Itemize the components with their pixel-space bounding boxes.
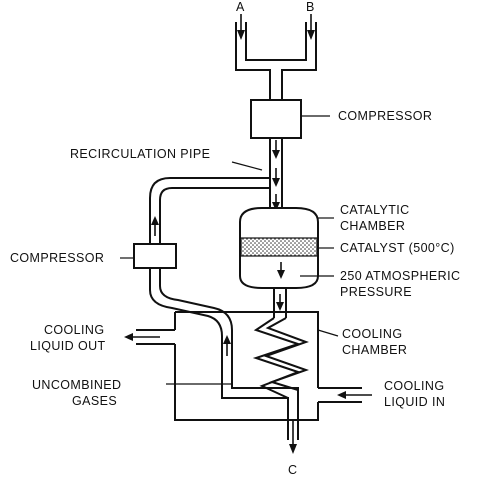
compressor-left bbox=[133, 243, 177, 269]
uncombined-gases-label-line1: UNCOMBINED bbox=[32, 378, 121, 392]
catalyst-label: CATALYST (500°C) bbox=[340, 241, 455, 255]
output-c-label: C bbox=[288, 463, 297, 477]
compressor-top-label: COMPRESSOR bbox=[338, 109, 432, 123]
compressor-top bbox=[250, 99, 302, 139]
pressure-label-line2: PRESSURE bbox=[340, 285, 412, 299]
recirculation-leader bbox=[231, 161, 263, 171]
cooling-chamber-leader bbox=[317, 329, 339, 337]
cooling-in-label-line2: LIQUID IN bbox=[384, 395, 445, 409]
cooling-chamber-label-line2: CHAMBER bbox=[342, 343, 407, 357]
cooling-coil bbox=[252, 317, 310, 399]
recirculation-pipe-label: RECIRCULATION PIPE bbox=[70, 147, 210, 161]
chamber-arrow bbox=[277, 262, 285, 279]
input-manifold bbox=[235, 22, 317, 100]
recirculation-arrows-up bbox=[151, 216, 231, 356]
recirculation-pipe bbox=[149, 177, 299, 440]
outlet-arrow bbox=[276, 294, 284, 311]
catalytic-chamber-label-line1: CATALYTIC bbox=[340, 203, 410, 217]
pressure-label-line1: 250 ATMOSPHERIC bbox=[340, 269, 460, 283]
cooling-liquid-in-pipe bbox=[318, 387, 372, 403]
uncombined-gases-label-line2: GASES bbox=[72, 394, 117, 408]
input-b-arrow bbox=[307, 14, 315, 40]
catalytic-chamber-label-line2: CHAMBER bbox=[340, 219, 405, 233]
cooling-chamber-label-line1: COOLING bbox=[342, 327, 402, 341]
output-c-arrow bbox=[289, 420, 297, 454]
flow-arrows-down bbox=[272, 140, 280, 211]
input-a-arrow bbox=[237, 14, 245, 40]
compressor-left-label: COMPRESSOR bbox=[10, 251, 104, 265]
cooling-out-label-line1: COOLING bbox=[44, 323, 104, 337]
cooling-chamber bbox=[174, 311, 319, 421]
catalyst-bed bbox=[240, 237, 318, 257]
input-a-label: A bbox=[236, 0, 245, 14]
cooling-out-label-line2: LIQUID OUT bbox=[30, 339, 106, 353]
cooling-in-label-line1: COOLING bbox=[384, 379, 444, 393]
catalytic-chamber bbox=[239, 207, 319, 289]
cooling-liquid-out-pipe bbox=[124, 329, 175, 345]
input-b-label: B bbox=[306, 0, 315, 14]
